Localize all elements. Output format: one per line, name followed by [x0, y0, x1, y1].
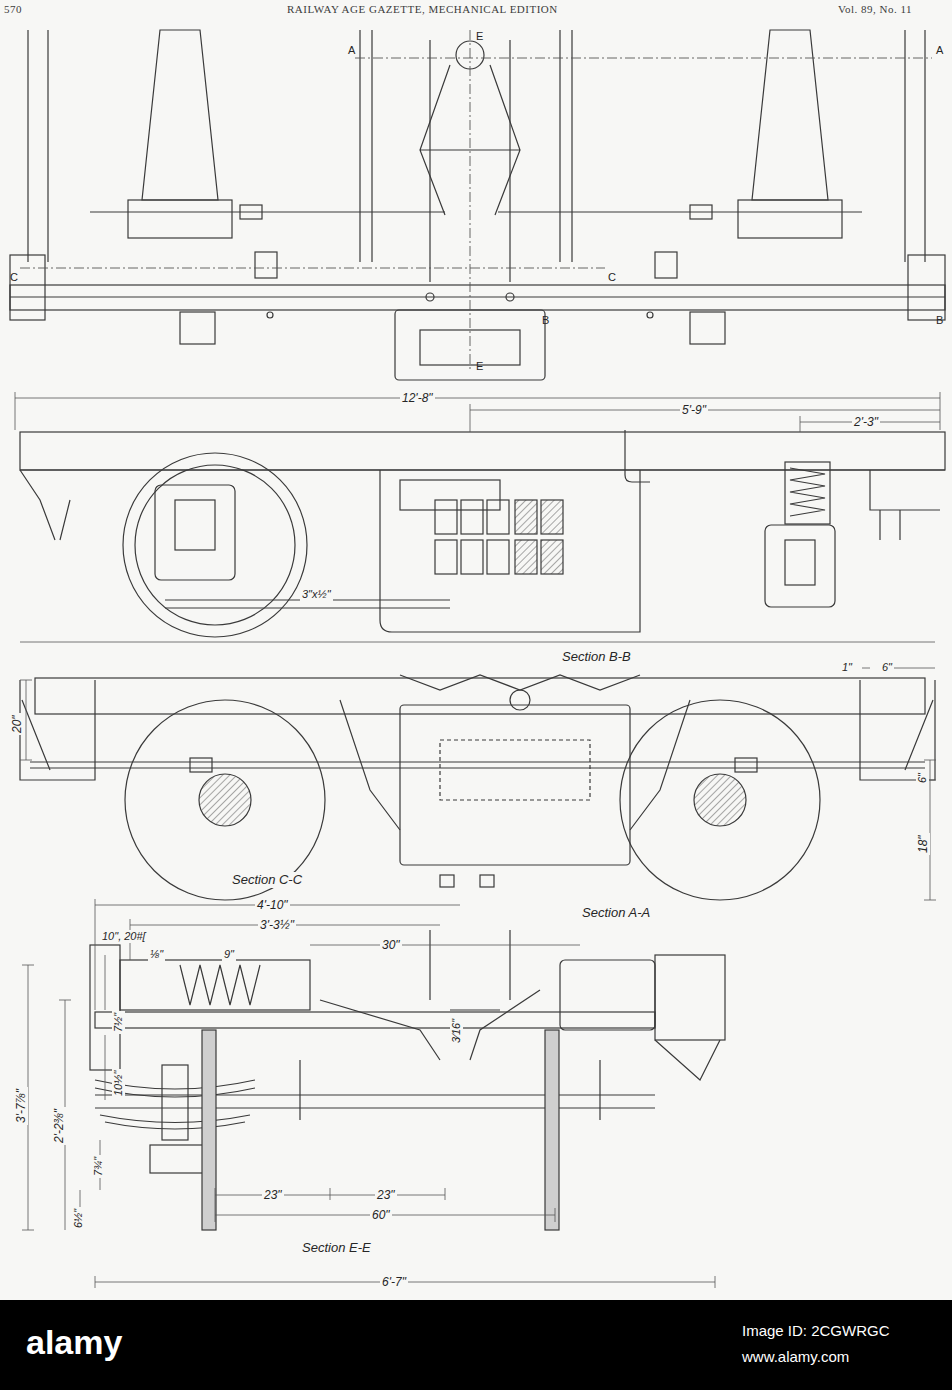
- dimension-label: 30": [380, 938, 402, 952]
- section-title: Section C-C: [230, 872, 304, 888]
- section-marker: E: [474, 360, 485, 373]
- section-marker: E: [474, 30, 485, 43]
- dimension-label: 6": [916, 771, 929, 785]
- dimension-label: 18": [916, 833, 930, 855]
- page-number: 570: [2, 3, 24, 16]
- dimension-label: 20": [10, 713, 24, 735]
- section-marker: C: [8, 271, 20, 284]
- dimension-label: 1": [840, 661, 854, 674]
- dimension-label: 10½": [112, 1069, 125, 1098]
- dimension-line: [20, 668, 936, 900]
- page-header: Vol. 89, No. 11: [836, 3, 914, 16]
- section-marker: B: [934, 314, 945, 327]
- dimension-label: 10", 20#[: [100, 930, 148, 943]
- section-line: [20, 30, 932, 372]
- dimension-label: ⅛": [148, 948, 165, 961]
- dimension-label: 6'-7": [380, 1275, 408, 1289]
- dimension-label: 5'-9": [680, 403, 708, 417]
- dimension-label: 6": [880, 661, 894, 674]
- dimension-line: [22, 899, 715, 1288]
- dimension-label: 9": [222, 948, 236, 961]
- section-marker: A: [934, 44, 945, 57]
- dimension-label: 6½": [72, 1207, 85, 1230]
- section-marker: A: [346, 44, 357, 57]
- dimension-label: 7½": [112, 1011, 125, 1034]
- dimension-label: 2'-2⅜": [52, 1107, 66, 1145]
- dimension-label: 60": [370, 1208, 392, 1222]
- dimension-label: 3'-3½": [258, 918, 296, 932]
- dimension-label: 3"x½": [300, 588, 333, 601]
- dimension-label: 3⁄16": [450, 1017, 463, 1045]
- watermark-text: www.alamy.com: [740, 1348, 851, 1366]
- dimension-label: 3'-7⅞": [14, 1087, 28, 1125]
- page-header: RAILWAY AGE GAZETTE, MECHANICAL EDITION: [285, 3, 560, 16]
- section-marker: C: [606, 271, 618, 284]
- dimension-label: 23": [262, 1188, 284, 1202]
- dimension-line: [15, 392, 940, 642]
- plan-view: [10, 30, 945, 380]
- section-title: Section E-E: [300, 1240, 373, 1256]
- end-section: [20, 675, 935, 900]
- watermark-bar: [0, 1300, 952, 1390]
- dimension-label: 23": [375, 1188, 397, 1202]
- side-section: [20, 430, 945, 637]
- watermark-logo: alamy: [24, 1322, 124, 1363]
- section-title: Section A-A: [580, 905, 652, 921]
- dimension-label: 12'-8": [400, 391, 435, 405]
- section-title: Section B-B: [560, 649, 633, 665]
- section-marker: B: [540, 314, 551, 327]
- dimension-label: 7¾": [92, 1155, 105, 1178]
- dimension-label: 2'-3": [852, 415, 880, 429]
- watermark-text: Image ID: 2CGWRGC: [740, 1322, 892, 1340]
- dimension-label: 4'-10": [255, 898, 290, 912]
- cross-section: [90, 930, 725, 1230]
